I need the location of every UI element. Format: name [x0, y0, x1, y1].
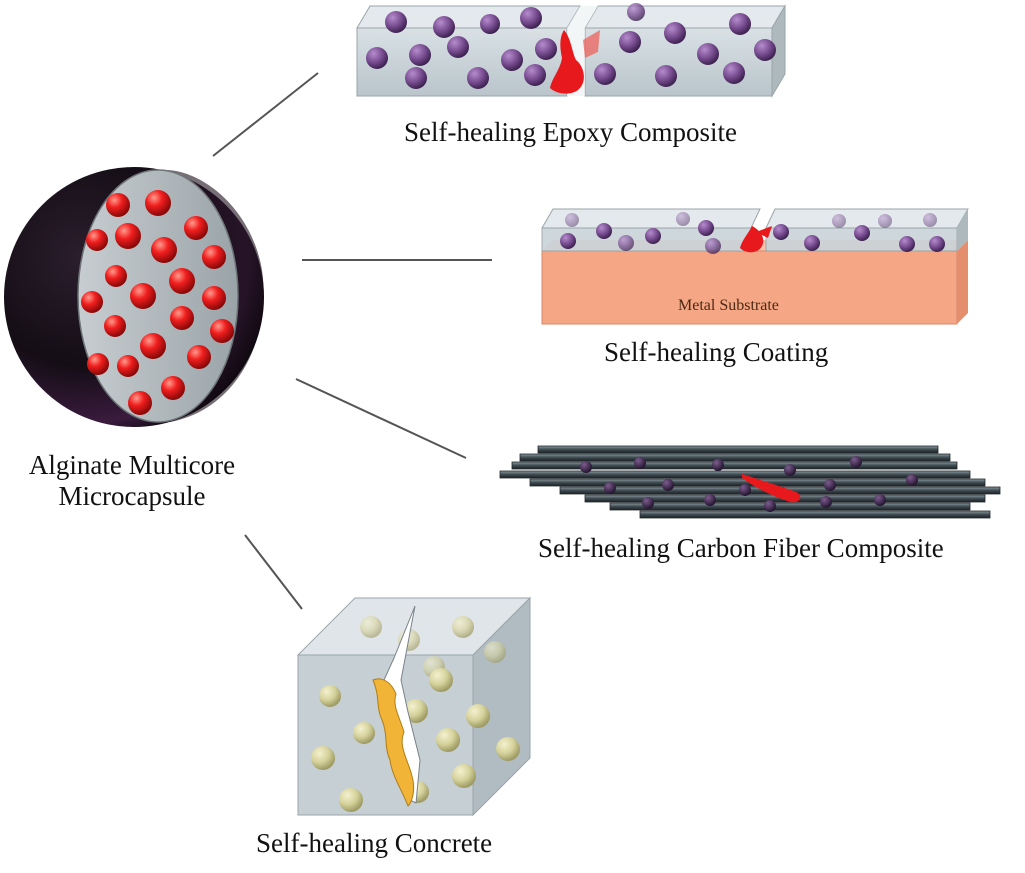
coating-system: [541, 208, 969, 325]
label-metal-substrate: Metal Substrate: [678, 297, 779, 314]
connector-epoxy: [212, 72, 319, 157]
epoxy-healing-agent: [550, 30, 584, 94]
label-coating: Self-healing Coating: [604, 337, 829, 367]
label-epoxy-composite: Self-healing Epoxy Composite: [404, 117, 737, 147]
carbon-healing-agent: [742, 474, 801, 503]
label-carbon-fiber-composite: Self-healing Carbon Fiber Composite: [538, 533, 944, 563]
concrete-healing-agent: [372, 678, 415, 807]
concrete-cube: [296, 596, 532, 817]
connector-lines: [212, 72, 492, 610]
microcapsule-sphere: [4, 167, 264, 427]
label-concrete: Self-healing Concrete: [256, 828, 493, 858]
capsule-cores: [81, 190, 234, 415]
label-microcapsule-line1: Alginate Multicore: [28, 450, 236, 480]
connector-carbon-fiber: [295, 378, 467, 459]
connector-concrete: [244, 534, 303, 610]
label-microcapsule: Alginate Multicore Microcapsule: [0, 450, 264, 512]
metal-substrate: [541, 250, 958, 325]
epoxy-composite: [356, 3, 786, 98]
carbon-fiber-composite: [499, 445, 1001, 519]
coating-particles: [560, 212, 945, 254]
epoxy-particles: [366, 3, 776, 89]
carbon-particles: [580, 456, 918, 512]
label-microcapsule-line2: Microcapsule: [58, 481, 206, 512]
